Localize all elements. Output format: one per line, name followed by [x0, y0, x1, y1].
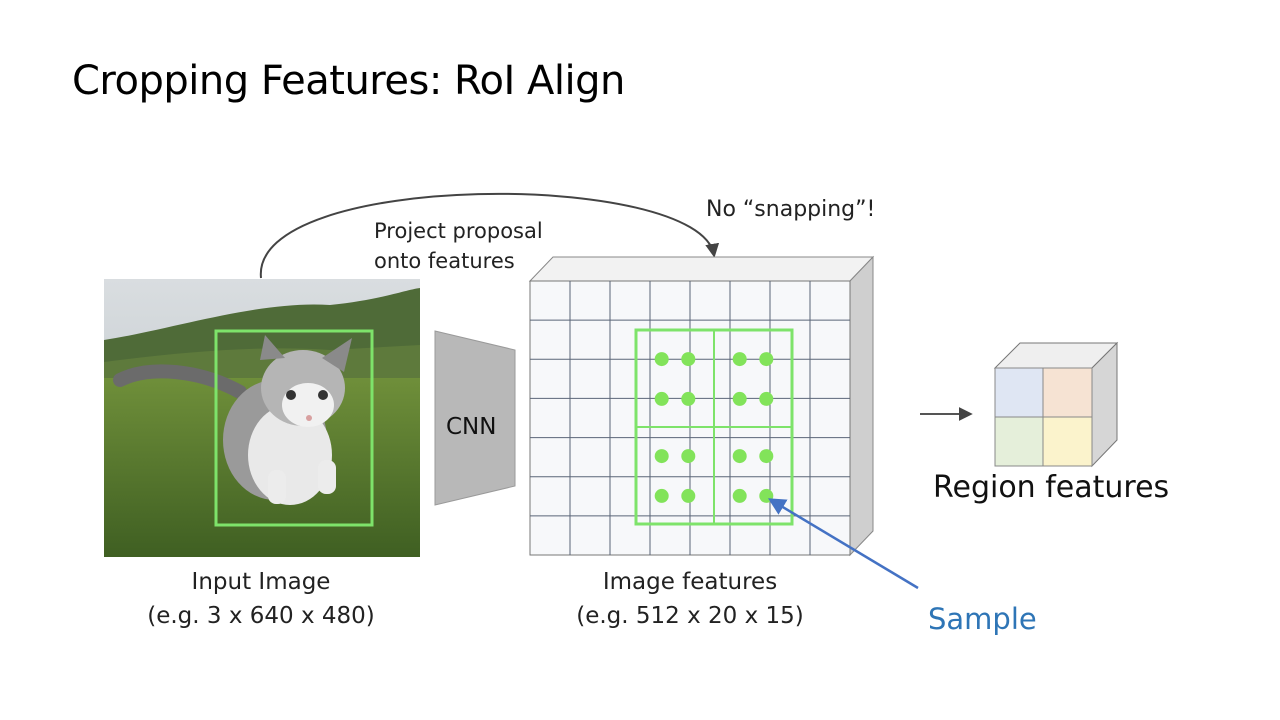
features-caption: Image features (e.g. 512 x 20 x 15) — [560, 565, 820, 633]
sample-point — [732, 488, 747, 503]
input-caption-line-1: Input Image — [191, 569, 331, 595]
sample-point — [681, 352, 696, 367]
sample-label: Sample — [928, 602, 1037, 636]
no-snapping-label: No “snapping”! — [706, 197, 876, 222]
bin-cell-4 — [1042, 416, 1093, 467]
sample-point — [681, 488, 696, 503]
sample-point — [759, 449, 774, 464]
region-features-cube — [993, 341, 1119, 468]
cnn-block — [434, 330, 516, 506]
curved-arrow-icon — [259, 192, 720, 279]
bin-cell-2 — [1042, 367, 1093, 418]
slide-title: Cropping Features: RoI Align — [72, 58, 625, 104]
sample-point — [681, 391, 696, 406]
input-caption-line-2: (e.g. 3 x 640 x 480) — [147, 603, 375, 629]
features-caption-line-2: (e.g. 512 x 20 x 15) — [576, 603, 804, 629]
project-proposal-label: Project proposal onto features — [374, 216, 543, 276]
sample-point — [732, 391, 747, 406]
kitten-photo — [104, 279, 420, 557]
cnn-label: CNN — [446, 414, 497, 440]
sample-point — [759, 352, 774, 367]
sample-point — [732, 352, 747, 367]
region-features-label: Region features — [933, 470, 1170, 505]
sample-point — [681, 449, 696, 464]
sample-point — [654, 352, 669, 367]
sample-point — [654, 391, 669, 406]
sample-pointer-arrow — [767, 498, 919, 590]
bin-cell-3 — [994, 416, 1044, 467]
project-line-2: onto features — [374, 249, 515, 273]
sample-point — [732, 449, 747, 464]
bin-cell-1 — [994, 367, 1044, 418]
proposal-box — [214, 329, 374, 527]
input-image-caption: Input Image (e.g. 3 x 640 x 480) — [130, 565, 392, 633]
project-line-1: Project proposal — [374, 219, 543, 243]
features-caption-line-1: Image features — [602, 569, 778, 595]
sample-point — [759, 391, 774, 406]
feature-map — [528, 255, 875, 557]
sample-point — [654, 449, 669, 464]
sample-point — [654, 488, 669, 503]
